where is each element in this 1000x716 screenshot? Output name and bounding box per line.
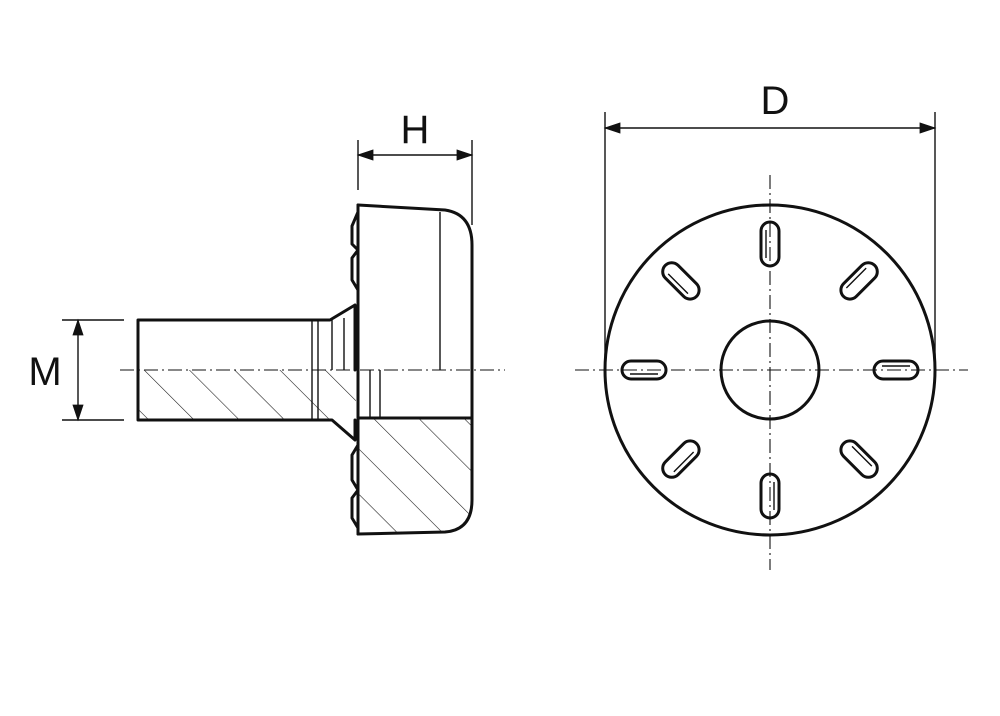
grip-slots (620, 220, 920, 520)
grip-slot (661, 439, 701, 479)
front-view: D (575, 79, 968, 570)
grip-slot (839, 439, 879, 479)
side-section-view: H M (28, 108, 505, 536)
grip-ribs-top (350, 210, 360, 292)
stud-section-hatch (138, 370, 318, 420)
head-section-hatch (358, 418, 472, 534)
head-outline (356, 203, 474, 536)
diameter-dimension-label: D (761, 79, 790, 123)
neck-section-hatch (318, 370, 362, 420)
neck-outline (316, 303, 357, 372)
grip-ribs-bottom (350, 443, 360, 530)
grip-slot (839, 261, 879, 301)
height-dimension-label: H (401, 108, 430, 152)
grip-slot (661, 261, 701, 301)
thread-dimension-label: M (28, 350, 61, 394)
